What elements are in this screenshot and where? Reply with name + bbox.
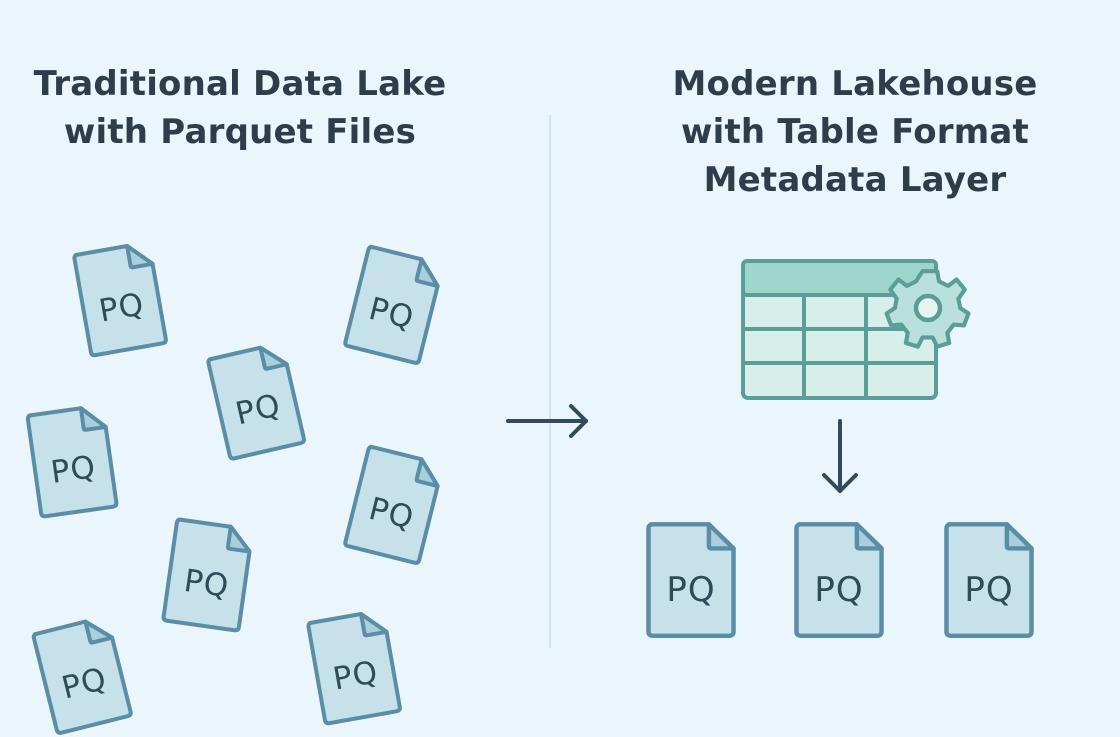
down-arrow-icon: [822, 419, 858, 493]
left-title-line1: Traditional Data Lake: [33, 64, 447, 104]
right-title-line2: with Table Format: [681, 112, 1029, 152]
parquet-file-icon: PQ: [792, 520, 886, 638]
parquet-file-icon: PQ: [28, 611, 136, 736]
gear-icon: [884, 269, 971, 349]
file-label: PQ: [666, 570, 716, 610]
parquet-file-icon: PQ: [23, 401, 121, 520]
right-arrow-icon: [506, 404, 588, 438]
panel-divider: [549, 115, 551, 648]
parquet-file-icon: PQ: [644, 520, 738, 638]
parquet-file-icon: PQ: [942, 520, 1036, 638]
table-with-gear-icon: [741, 259, 971, 400]
parquet-file-icon: PQ: [340, 441, 448, 566]
file-label: PQ: [814, 570, 864, 610]
right-panel-title: Modern Lakehouse with Table Format Metad…: [650, 60, 1060, 204]
right-title-line3: Metadata Layer: [703, 160, 1007, 200]
file-label: PQ: [964, 570, 1014, 610]
parquet-file-icon: PQ: [303, 606, 404, 727]
parquet-file-icon: PQ: [69, 238, 170, 359]
parquet-file-icon: PQ: [203, 338, 309, 462]
left-panel-title: Traditional Data Lake with Parquet Files: [0, 60, 480, 156]
right-title-line1: Modern Lakehouse: [672, 64, 1038, 104]
parquet-file-icon: PQ: [159, 515, 257, 634]
left-title-line2: with Parquet Files: [63, 112, 417, 152]
parquet-file-icon: PQ: [340, 241, 448, 366]
